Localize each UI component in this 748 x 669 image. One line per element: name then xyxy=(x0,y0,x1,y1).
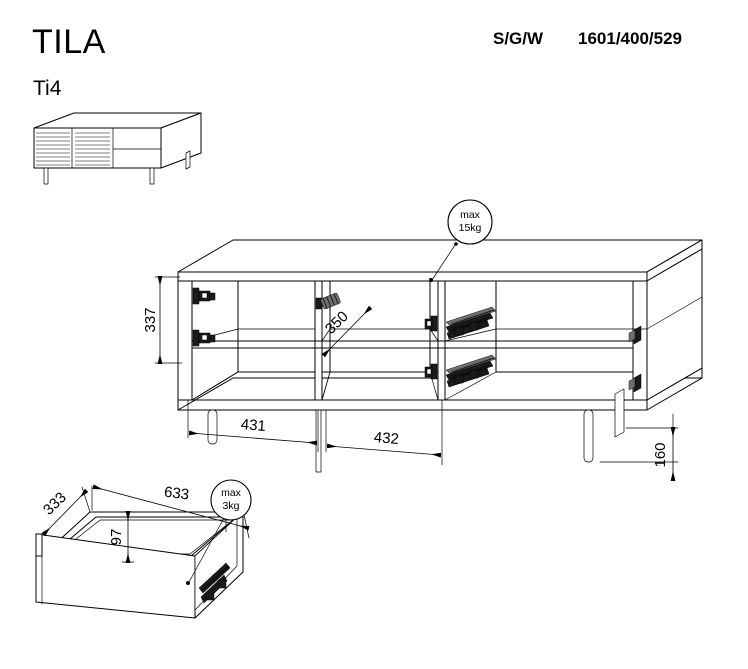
load-badge-main-circle xyxy=(447,199,493,245)
slatted-door-right xyxy=(75,132,110,166)
drawer-detail-drawing: 333 633 97 max 3kg xyxy=(35,479,252,619)
hinge-left-lower xyxy=(192,329,216,347)
hinge-right-lower xyxy=(628,373,642,393)
middle-shelf xyxy=(191,296,703,349)
slatted-door-left xyxy=(36,132,70,166)
spec-values: 1601/400/529 xyxy=(578,29,682,48)
hinge-left-upper xyxy=(192,287,216,305)
thumbnail-legs xyxy=(43,150,191,185)
dimension-431-label: 431 xyxy=(240,416,266,435)
left-side-panel xyxy=(177,280,193,401)
dimension-432-label: 432 xyxy=(373,429,399,448)
load-badge-drawer-line1: max xyxy=(221,487,242,499)
load-badge-leader-main xyxy=(431,244,456,281)
model-code: Ti4 xyxy=(33,77,62,100)
hinge-divider-2-upper xyxy=(424,315,438,332)
dimension-width-432: 432 xyxy=(325,399,443,466)
top-board-edge xyxy=(177,271,648,282)
right-side-panel-face xyxy=(646,248,703,401)
dimension-333-label: 333 xyxy=(40,489,70,519)
load-badge-leader-drawer xyxy=(188,517,225,583)
right-bay-back-panel xyxy=(495,280,634,373)
load-badge-main-line1: max xyxy=(460,209,481,221)
drawer-runner-upper xyxy=(445,306,497,340)
brand-title: TILA xyxy=(32,23,106,61)
drawer-slide-hardware xyxy=(198,562,231,604)
cabinet-main-drawing: max 15kg 337 350 431 xyxy=(142,199,703,481)
product-thumbnail xyxy=(33,112,202,185)
dimension-337-label: 337 xyxy=(142,307,159,332)
dimension-633-label: 633 xyxy=(163,484,190,504)
load-badge-main-line2: 15kg xyxy=(459,222,482,234)
dimension-leg-160: 160 xyxy=(599,413,679,481)
load-badge-drawer-circle xyxy=(210,479,252,521)
load-badge-drawer-line2: 3kg xyxy=(223,500,240,512)
hinge-divider-2-lower xyxy=(424,363,438,380)
spec-label: S/G/W xyxy=(493,29,544,48)
hinge-right-upper xyxy=(628,325,642,345)
dimension-width-431: 431 xyxy=(187,399,319,453)
dimension-height-337: 337 xyxy=(142,276,183,364)
hinge-divider-1 xyxy=(315,292,341,310)
dimension-97-label: 97 xyxy=(108,529,125,546)
left-bay-back-panel xyxy=(237,280,316,373)
drawer-left-edge xyxy=(35,533,43,557)
dimension-160-label: 160 xyxy=(652,442,669,467)
drawer-runner-lower xyxy=(445,354,497,388)
bottom-board-edge xyxy=(177,399,648,411)
dimension-drawer-height-97: 97 xyxy=(108,511,135,563)
